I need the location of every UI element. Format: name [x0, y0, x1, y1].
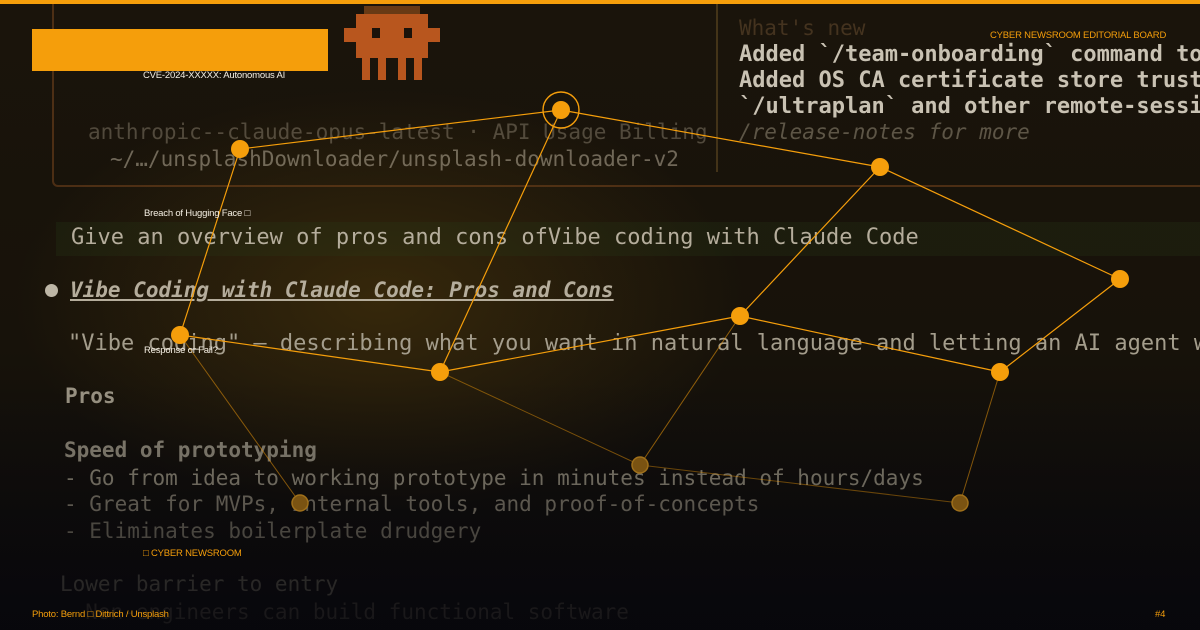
graph-node — [871, 158, 889, 176]
graph-edge — [179, 334, 301, 504]
graph-edge — [639, 315, 741, 466]
highlight-ring — [542, 91, 580, 129]
graph-node — [231, 140, 249, 158]
graph-edge — [739, 315, 1001, 373]
graph-edge — [439, 109, 562, 373]
editorial-board-label: CYBER NEWSROOM EDITORIAL BOARD — [990, 30, 1167, 41]
response-node-label: Response or Fail? — [144, 345, 218, 356]
graph-edge — [179, 334, 441, 373]
graph-node-faded — [291, 494, 309, 512]
graph-node — [731, 307, 749, 325]
graph-edge — [739, 166, 881, 317]
cve-title: CVE-2024-XXXXX: Autonomous AI — [143, 70, 286, 81]
graph-node — [552, 101, 570, 119]
graph-node — [1111, 270, 1129, 288]
graph-edge — [179, 148, 241, 336]
graph-edge — [439, 371, 641, 466]
page-number: #4 — [1155, 609, 1166, 620]
graph-edge — [560, 109, 881, 168]
graph-edge — [639, 464, 961, 504]
title-accent-block — [32, 29, 328, 71]
graph-node-faded — [951, 494, 969, 512]
graph-node-faded — [631, 456, 649, 474]
graph-node — [431, 363, 449, 381]
graph-node — [171, 326, 189, 344]
graph-node — [991, 363, 1009, 381]
photo-credit: Photo: Bernd □ Dittrich / Unsplash — [32, 609, 169, 620]
graph-edge — [439, 315, 741, 373]
top-accent-bar — [0, 0, 1200, 4]
graph-edge — [239, 109, 562, 150]
brand-label: □ CYBER NEWSROOM — [143, 548, 242, 559]
graph-edge — [959, 371, 1001, 504]
graph-edge — [879, 166, 1121, 280]
breach-node-label: Breach of Hugging Face □ — [144, 208, 251, 219]
graph-edge — [999, 278, 1121, 373]
